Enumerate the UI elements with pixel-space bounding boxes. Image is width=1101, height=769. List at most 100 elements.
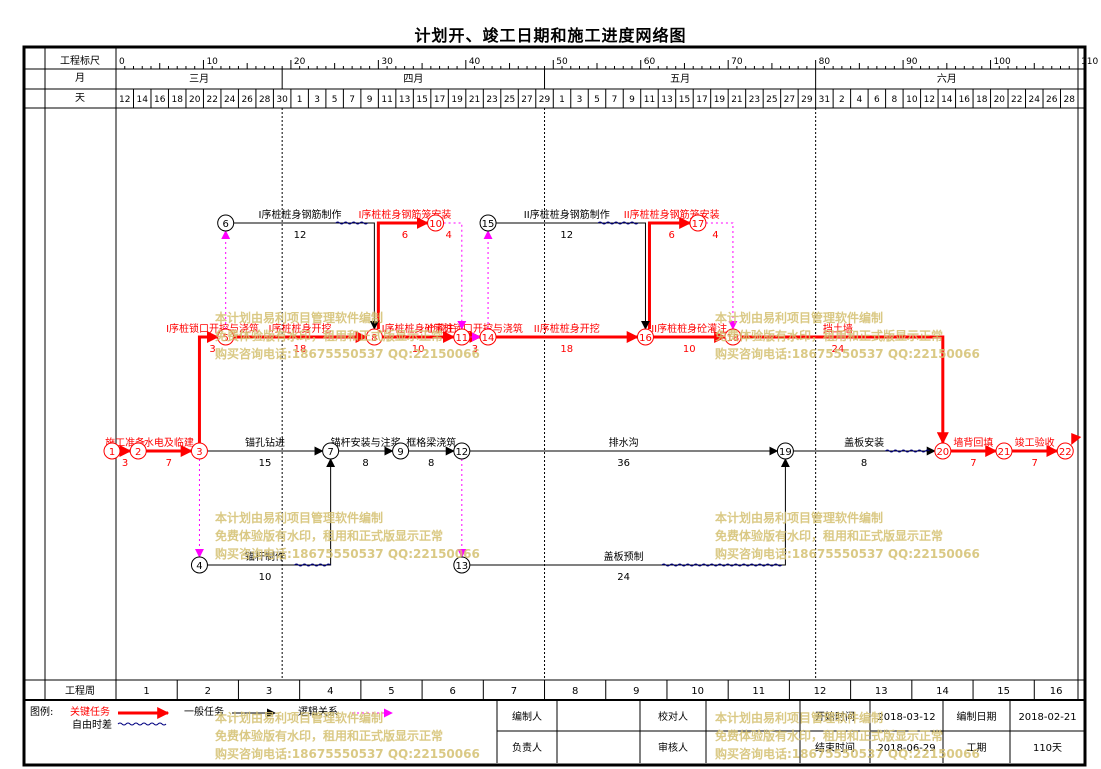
day-label-cell: 3 (314, 95, 320, 105)
month-label-cell: 三月 (189, 73, 209, 85)
day-label-cell: 25 (766, 95, 777, 105)
task-duration: 7 (166, 458, 172, 469)
week-number: 14 (936, 686, 949, 697)
scale-label: 工程标尺 (60, 55, 100, 67)
scale-tick-label: 30 (381, 57, 393, 67)
day-label-cell: 13 (399, 95, 410, 105)
week-number: 6 (450, 686, 456, 697)
critical-task-arrow (197, 331, 219, 443)
auditor-label: 审核人 (658, 741, 688, 754)
task-name: II序桩桩身钢筋制作 (524, 208, 610, 221)
legend-float: 自由时差 (72, 718, 112, 731)
node-circle (217, 214, 235, 232)
node-circle (217, 328, 235, 346)
node-number: 2 (135, 447, 141, 458)
week-number: 1 (143, 686, 149, 697)
node-number: 10 (429, 219, 442, 230)
free-float-wave (335, 221, 369, 225)
end-label: 结束时间 (815, 741, 855, 754)
scale-tick-label: 40 (469, 57, 481, 67)
node-number: 4 (196, 561, 202, 572)
node-circle (103, 442, 121, 460)
week-number: 2 (205, 686, 211, 697)
day-label-cell: 5 (594, 95, 600, 105)
node-circle (776, 442, 794, 460)
node-circle (427, 214, 445, 232)
day-label-cell: 28 (259, 95, 271, 105)
critical-task-arrow (647, 217, 692, 329)
task-duration: 15 (259, 458, 272, 469)
task-name: 竣工验收 (1015, 436, 1055, 449)
day-label-cell: 21 (469, 95, 480, 105)
task-name: 锚杆制作 (245, 550, 285, 563)
task-name: I序桩桩身砼灌注 (382, 322, 455, 335)
day-label-cell: 29 (801, 95, 813, 105)
day-label-cell: 31 (819, 95, 830, 105)
week-number: 16 (1050, 686, 1063, 697)
day-label-cell: 24 (1029, 95, 1041, 105)
task-duration: 6 (402, 230, 408, 241)
day-label-cell: 15 (679, 95, 690, 105)
task-name: 墙背回填 (953, 436, 993, 449)
scale-tick-label: 110 (1081, 57, 1098, 67)
month-label: 月 (75, 72, 85, 84)
free-float-wave (294, 563, 331, 567)
node-number: 15 (482, 219, 495, 230)
task-name: 锚孔钻进 (245, 436, 285, 449)
task-duration: 8 (362, 458, 368, 469)
day-label-cell: 16 (959, 95, 971, 105)
node-circle (129, 442, 147, 460)
task-duration: 12 (560, 230, 573, 241)
day-label-cell: 26 (1046, 95, 1058, 105)
day-label-cell: 7 (349, 95, 355, 105)
day-label-cell: 29 (539, 95, 551, 105)
day-label-cell: 12 (119, 95, 130, 105)
watermark-text: 本计划由易利项目管理软件编制 (215, 510, 383, 525)
watermark-text: 免费体验版有水印，租用和正式版显示正常 (715, 328, 943, 343)
node-number: 13 (455, 561, 468, 572)
node-number: 9 (397, 447, 403, 458)
month-label-cell: 五月 (670, 73, 690, 85)
task-name: I序桩桩身钢筋制作 (259, 208, 342, 221)
node-circle (479, 328, 497, 346)
scale-tick-label: 10 (206, 57, 218, 67)
watermark-text: 本计划由易利项目管理软件编制 (715, 310, 883, 325)
task-name: II序桩锁口开挖与浇筑 (427, 322, 523, 335)
day-label-cell: 8 (891, 95, 897, 105)
critical-task-arrow (376, 217, 429, 329)
scale-tick-label: 90 (906, 57, 918, 67)
node-number: 1 (109, 447, 115, 458)
task-duration: 8 (861, 458, 867, 469)
node-circle (322, 442, 340, 460)
day-label-cell: 14 (941, 95, 953, 105)
node-number: 14 (482, 333, 495, 344)
node-circle (995, 442, 1013, 460)
task-duration: 4 (446, 230, 452, 241)
responsible-label: 负责人 (512, 741, 542, 754)
page-title: 计划开、竣工日期和施工进度网络图 (414, 26, 687, 45)
date-label: 编制日期 (957, 710, 997, 723)
node-circle (479, 214, 497, 232)
day-label-cell: 27 (784, 95, 795, 105)
scale-tick-label: 50 (556, 57, 568, 67)
day-label-cell: 14 (137, 95, 149, 105)
watermark-text: 免费体验版有水印，租用和正式版显示正常 (215, 728, 443, 743)
end-value: 2018-06-29 (877, 743, 935, 754)
free-float-wave (597, 221, 639, 225)
node-number: 21 (998, 447, 1011, 458)
legend-label: 图例: (30, 705, 53, 718)
day-label-cell: 12 (924, 95, 935, 105)
day-label-cell: 9 (367, 95, 373, 105)
node-number: 22 (1059, 447, 1072, 458)
node-circle (724, 328, 742, 346)
start-label: 开始时间 (815, 710, 855, 723)
legend-logic: 逻辑关系 (298, 705, 338, 718)
day-label-cell: 19 (714, 95, 726, 105)
day-label-cell: 1 (297, 95, 303, 105)
week-number: 3 (266, 686, 272, 697)
task-duration: 24 (617, 572, 630, 583)
day-label-cell: 1 (559, 95, 565, 105)
node-circle (365, 328, 383, 346)
week-number: 13 (875, 686, 888, 697)
